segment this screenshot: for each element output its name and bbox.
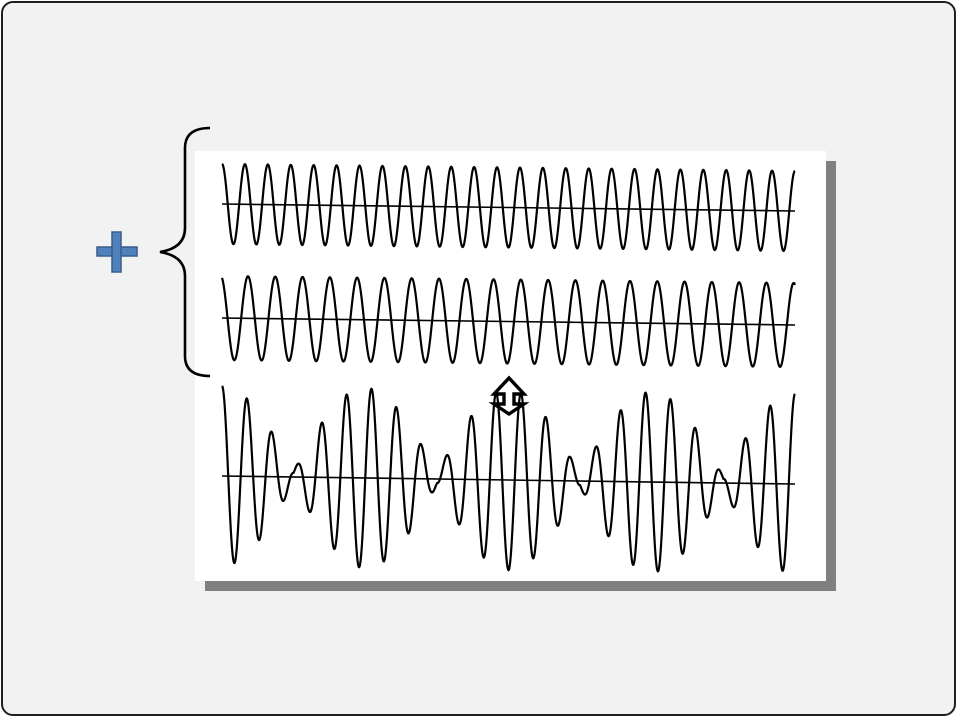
- wave1-baseline: [221, 203, 796, 212]
- beat-baseline: [221, 475, 796, 485]
- left-curly-brace: [159, 126, 211, 378]
- wave2-baseline: [221, 317, 796, 326]
- wave-figure: [195, 151, 826, 581]
- beat-signal: [221, 385, 796, 573]
- wave2-signal: [220, 275, 797, 368]
- plus-icon: [96, 231, 138, 273]
- double-vertical-arrow-icon: [488, 375, 530, 417]
- wave1-signal: [221, 163, 796, 253]
